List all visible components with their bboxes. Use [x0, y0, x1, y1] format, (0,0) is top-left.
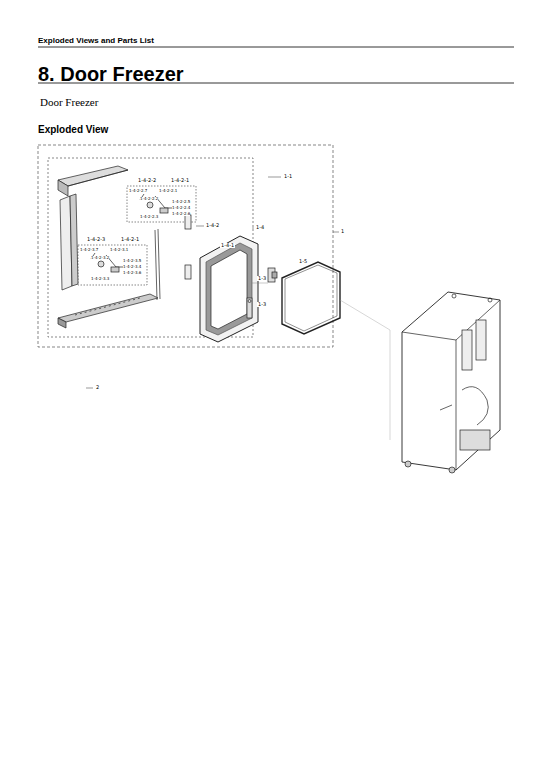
callout-number: 1-4-2-2.7 — [129, 189, 147, 193]
callout-number: 1-4-2-2.2 — [140, 197, 158, 201]
callout-number: 1-4-2-2.4 — [172, 206, 190, 210]
header-rule — [38, 47, 514, 48]
callout-number: 1-4-2-3.2 — [91, 256, 109, 260]
callout-number: 2 — [95, 385, 100, 390]
detail-parts — [91, 194, 173, 272]
subassembly-boundary — [48, 158, 253, 337]
callout-number: 1-5 — [298, 259, 308, 264]
assembly-boundary — [38, 145, 333, 347]
callout-number: 1-4-2-1 — [170, 178, 190, 183]
leader-lines — [86, 177, 339, 388]
refrigerator-cabinet — [402, 292, 500, 473]
callout-number: 1-1 — [283, 174, 293, 179]
callout-number: 1-4 — [255, 225, 265, 230]
page-title: 8. Door Freezer — [38, 64, 184, 84]
callout-number: 1-4-2-3.7 — [80, 248, 98, 252]
callout-number: 1-4-1 — [220, 243, 235, 248]
callout-number: 1-4-2-3.3 — [91, 277, 109, 281]
callout-number: 1-4-2-3.1 — [110, 248, 128, 252]
callout-number: 1 — [340, 229, 345, 234]
top-handle-cap — [58, 166, 128, 196]
running-header: Exploded Views and Parts List — [38, 37, 154, 45]
callout-number: 1-4-2-2 — [137, 178, 157, 183]
door-panel — [200, 236, 258, 342]
side-trims — [60, 194, 191, 300]
callout-number: 1-4-2-3.5 — [123, 259, 141, 263]
view-heading: Exploded View — [38, 125, 108, 135]
callout-number: 1-4-2-1 — [120, 237, 140, 242]
callout-number: 1-4-2-2.5 — [172, 200, 190, 204]
callout-number: 1-4-2-2.1 — [159, 189, 177, 193]
hinge — [247, 268, 277, 318]
callout-number: 1-4-2-2.6 — [172, 212, 190, 216]
callout-number: 1-4-2-3.4 — [123, 265, 141, 269]
detail-box — [78, 245, 147, 285]
callout-number: 1-3 — [257, 302, 267, 307]
door-gasket — [282, 262, 340, 334]
callout-number: 1-3 — [257, 276, 267, 281]
callout-number: 1-4-2 — [205, 223, 220, 228]
callout-number: 1-4-2-3 — [86, 237, 106, 242]
section-name: Door Freezer — [40, 97, 98, 108]
bottom-trim — [58, 294, 158, 328]
callout-number: 1-4-2-3.6 — [123, 271, 141, 275]
callout-number: 1-4-2-2.3 — [140, 215, 158, 219]
